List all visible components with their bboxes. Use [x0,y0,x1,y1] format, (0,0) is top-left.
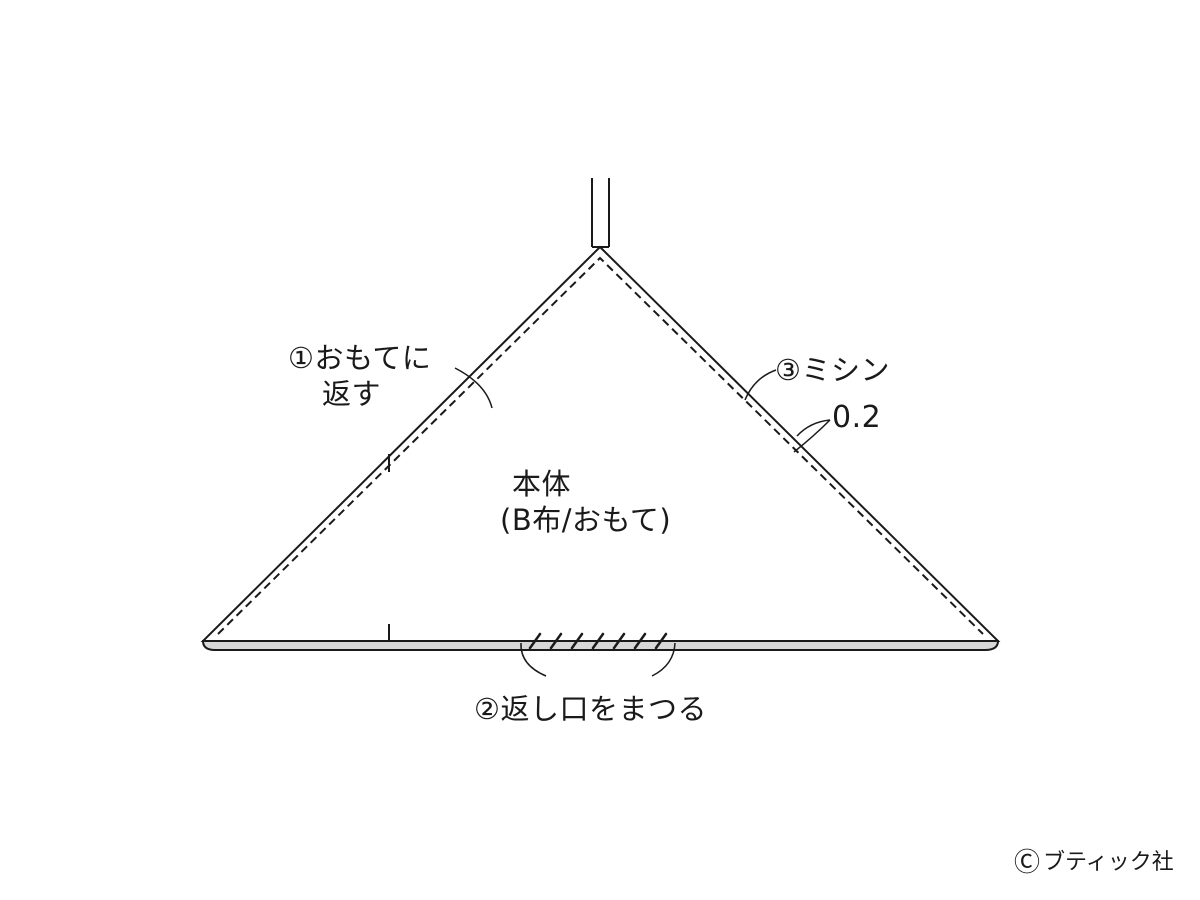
credit-text: ブティック社 [1043,850,1174,875]
label-margin: 0.2 [832,400,882,435]
leader-stitch [744,369,777,401]
label-turn-line1: ①おもてに [288,341,432,375]
leader-close-right [651,642,676,677]
triangle-body-outline [200,245,1001,642]
leader-close-left [520,642,547,677]
label-turn-right-side-out: ①おもてに 返す [288,340,431,412]
hanging-loop [591,178,610,248]
label-body-piece: 本体 (B布/おもて) [500,466,671,538]
leader-margin-lower [793,419,831,453]
label-body-line1: 本体 [512,467,572,501]
copyright-icon: Ⓒ [1014,848,1041,878]
slip-stitch-hatch [528,632,668,650]
bottom-hem [201,640,1000,651]
leader-turn [454,367,493,409]
label-close-opening: ②返し口をまつる [474,692,707,726]
label-stitch: ③ミシン [775,353,890,387]
stitch-line [217,256,984,635]
label-body-line2: (B布/おもて) [500,503,672,537]
leader-margin-upper [796,419,831,437]
label-turn-line2: 返す [322,377,382,411]
